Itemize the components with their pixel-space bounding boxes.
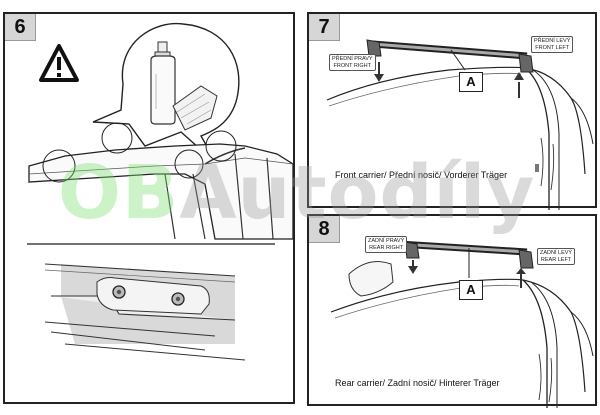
tag-rear-left: ZADNÍ LEVÝ REAR LEFT [537, 248, 576, 265]
step-number-8: 8 [309, 216, 340, 243]
step-number-6: 6 [5, 14, 36, 41]
panel-7-illustration [326, 39, 594, 210]
contact-point-3 [174, 149, 204, 179]
tag-front-right: PŘEDNÍ PRAVÝ FRONT RIGHT [329, 54, 376, 71]
panel-6-illustration [27, 22, 294, 361]
contact-point-2 [101, 122, 133, 154]
caption-front-carrier: Front carrier/ Přední nosič/ Vorderer Tr… [335, 170, 508, 180]
panel-7: 7 PŘEDNÍ PRAVÝ FRONT RIGHT PŘEDNÍ LEVÝ F… [307, 12, 597, 210]
caption-rear-carrier: Rear carrier/ Zadní nosič/ Hinterer Träg… [335, 378, 500, 388]
tag-rear-right: ZADNÍ PRAVÝ REAR RIGHT [365, 236, 408, 253]
cloth-icon [172, 85, 218, 131]
part-label-a: A [459, 72, 483, 92]
contact-point-1 [42, 149, 76, 183]
warning-icon [39, 44, 79, 82]
part-label-a: A [459, 280, 483, 300]
contact-point-4 [205, 130, 237, 162]
roof-rail-detail [44, 263, 246, 361]
panel-6: 6 [3, 12, 295, 404]
step-number-7: 7 [309, 14, 340, 41]
panel-8-illustration [330, 240, 594, 408]
panel-8: 8 ZADNÍ PRAVÝ REAR RIGHT ZADNÍ LEVÝ REAR… [307, 214, 597, 408]
cleaner-bottle-icon [150, 41, 176, 125]
tag-front-left: PŘEDNÍ LEVÝ FRONT LEFT [531, 36, 574, 53]
